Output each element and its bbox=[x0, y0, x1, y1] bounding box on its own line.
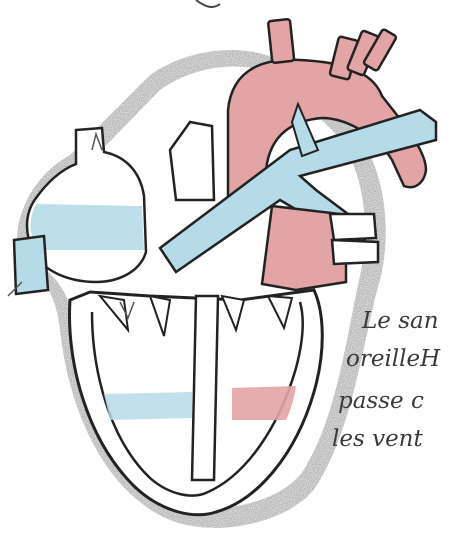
note-line-2: oreilleH bbox=[346, 348, 462, 371]
pencil-curl-mark bbox=[196, 0, 220, 7]
handwritten-note: Le san oreilleH passe c les vent bbox=[332, 310, 462, 470]
note-line-4: les vent bbox=[332, 428, 462, 451]
note-line-1: Le san bbox=[362, 310, 462, 333]
note-line-3: passe c bbox=[338, 390, 462, 413]
